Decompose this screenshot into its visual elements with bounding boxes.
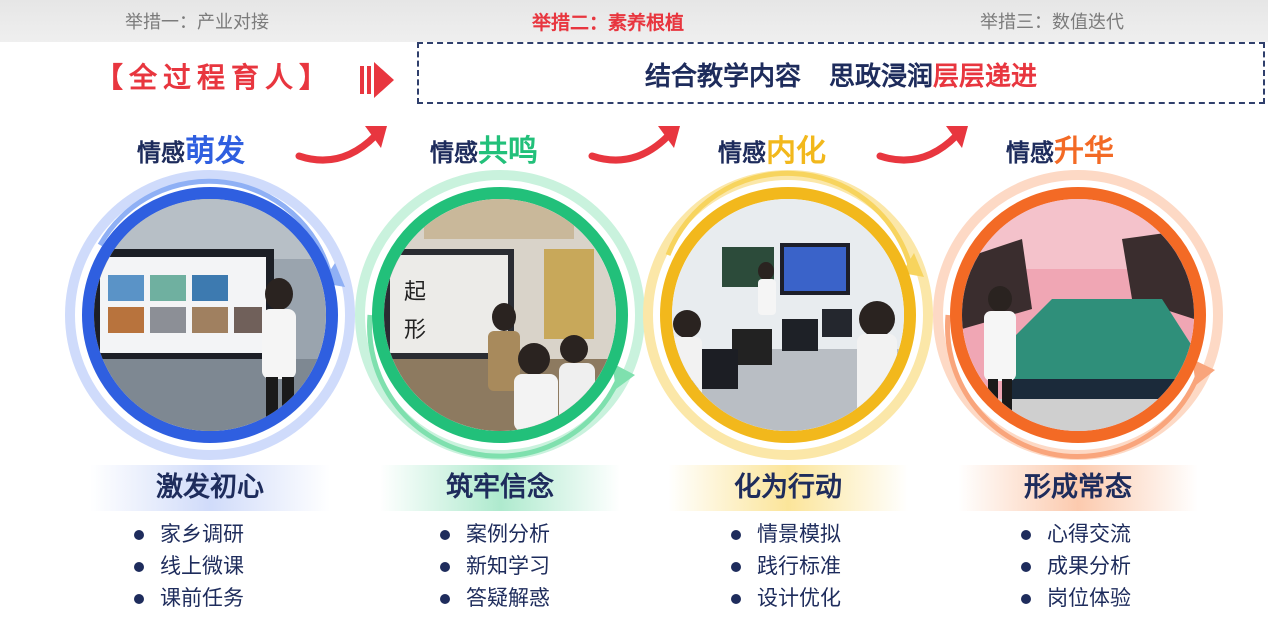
list-item: 案例分析 [436, 518, 550, 550]
list-item: 岗位体验 [1017, 582, 1131, 614]
stage-4-ring [933, 170, 1223, 460]
double-arrow-icon [360, 62, 394, 98]
stage-3-bullet-list: 情景模拟 践行标准 设计优化 [727, 518, 841, 614]
tab-industry-docking[interactable]: 举措一：产业对接 [125, 12, 269, 33]
tab-literacy-rooting[interactable]: 举措二：素养根植 [532, 12, 685, 34]
list-item: 成果分析 [1017, 550, 1131, 582]
stage-3-label: 化为行动 [668, 465, 908, 511]
slogan-box: 结合教学内容思政浸润层层递进 [417, 42, 1265, 104]
stage-3-heading: 情感内化 [718, 126, 826, 170]
stage-1-heading-prefix: 情感 [137, 139, 185, 167]
stage-4-heading: 情感升华 [1006, 126, 1114, 170]
stage-4-photo [962, 199, 1194, 431]
svg-text:形: 形 [404, 318, 426, 343]
stage-1-heading: 情感萌发 [137, 126, 245, 170]
tab-numeric-iteration[interactable]: 举措三：数值迭代 [980, 12, 1124, 33]
stage-1-photo [94, 199, 326, 431]
list-item: 线上微课 [130, 550, 244, 582]
stage-3-photo [672, 199, 904, 431]
whole-process-title: 【全过程育人】 [95, 61, 334, 94]
stage-2-photo: 起 形 [384, 199, 616, 431]
stage-2-heading: 情感共鸣 [430, 126, 538, 170]
slogan-part2: 思政浸润 [828, 62, 933, 92]
top-nav: 举措一：产业对接 举措二：素养根植 举措三：数值迭代 [0, 0, 1268, 42]
svg-text:起: 起 [404, 280, 426, 305]
stage-3-heading-accent: 内化 [766, 134, 826, 169]
stage-4-heading-accent: 升华 [1054, 134, 1114, 169]
stage-4-heading-prefix: 情感 [1006, 139, 1054, 167]
list-item: 课前任务 [130, 582, 244, 614]
list-item: 践行标准 [727, 550, 841, 582]
slogan-part1: 结合教学内容 [644, 62, 801, 92]
stage-3-heading-prefix: 情感 [718, 139, 766, 167]
stage-2-ring [355, 170, 645, 460]
list-item: 家乡调研 [130, 518, 244, 550]
stage-1-bullet-list: 家乡调研 线上微课 课前任务 [130, 518, 244, 614]
stage-4-label: 形成常态 [958, 465, 1198, 511]
list-item: 情景模拟 [727, 518, 841, 550]
list-item: 心得交流 [1017, 518, 1131, 550]
stage-2-heading-prefix: 情感 [430, 139, 478, 167]
stage-1-heading-accent: 萌发 [185, 134, 245, 169]
stage-2-heading-accent: 共鸣 [478, 134, 538, 169]
list-item: 新知学习 [436, 550, 550, 582]
stage-4-bullet-list: 心得交流 成果分析 岗位体验 [1017, 518, 1131, 614]
list-item: 设计优化 [727, 582, 841, 614]
stage-1-label: 激发初心 [90, 465, 330, 511]
stage-3-ring [643, 170, 933, 460]
stage-2-label: 筑牢信念 [380, 465, 620, 511]
slogan: 结合教学内容思政浸润层层递进 [419, 56, 1263, 93]
stage-1-ring [65, 170, 355, 460]
slogan-highlight: 层层递进 [933, 62, 1038, 92]
curved-arrow-icon [588, 126, 680, 164]
list-item: 答疑解惑 [436, 582, 550, 614]
curved-arrow-icon [876, 126, 968, 164]
stage-2-bullet-list: 案例分析 新知学习 答疑解惑 [436, 518, 550, 614]
curved-arrow-icon [295, 126, 387, 164]
